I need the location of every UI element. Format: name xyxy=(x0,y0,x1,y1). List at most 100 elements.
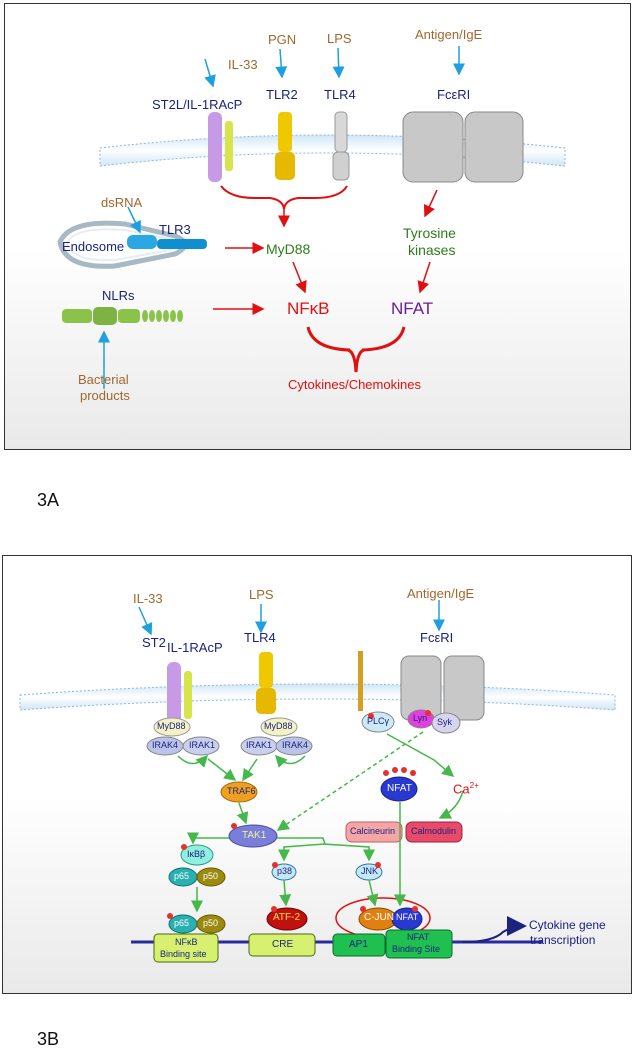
panel-a-label: 3A xyxy=(37,490,60,510)
plc-label: PLCγ xyxy=(367,716,390,726)
cjun-label: C-JUN xyxy=(364,912,394,923)
tlr3-receptor-shape xyxy=(127,235,207,249)
il33-label-a: IL-33 xyxy=(228,57,258,72)
tlr4-label-a: TLR4 xyxy=(324,87,356,102)
antigen-label-b: Antigen/IgE xyxy=(407,586,475,601)
calcineurin-label: Calcineurin xyxy=(350,826,396,836)
p50-shape-b xyxy=(196,914,226,934)
signal-arrows xyxy=(177,731,464,913)
calmodulin-shape xyxy=(405,821,463,843)
lps-label-b: LPS xyxy=(249,587,274,602)
cre-site-label: CRE xyxy=(272,939,294,950)
p65-label-b: p65 xyxy=(174,918,190,928)
atf2-shape xyxy=(266,907,308,931)
nfat-cyto-label: NFAT xyxy=(387,783,412,794)
ca-superscript: 2+ xyxy=(469,781,479,790)
nfat-label-a: NFAT xyxy=(391,299,434,318)
tyrosine-label: Tyrosine xyxy=(403,225,456,241)
ikbb-shape xyxy=(180,844,214,866)
syk-shape xyxy=(431,712,461,734)
cytokine-brace xyxy=(306,326,406,373)
atf2-label: ATF-2 xyxy=(273,912,301,923)
panel-a-graphics xyxy=(57,46,566,389)
ikbb-label: IκBβ xyxy=(187,849,206,859)
calmodulin-label: Calmodulin xyxy=(411,826,457,836)
p50-label-b: p50 xyxy=(203,918,219,928)
dsrna-arrow xyxy=(127,206,141,234)
phosphorylation-markers xyxy=(167,710,431,919)
nfkb-label-a: NFκB xyxy=(287,299,330,318)
nfat-cyto-shape xyxy=(380,776,418,802)
ca-label: Ca2+ xyxy=(453,781,479,797)
il33-arrow-b xyxy=(138,606,153,636)
myd88-label-a: MyD88 xyxy=(157,721,186,731)
nfat-site-label: NFAT xyxy=(407,932,430,942)
cytokine-gene-label: Cytokine gene xyxy=(529,918,606,932)
tlr-bracket xyxy=(220,185,348,210)
tak1-label: TAK1 xyxy=(242,830,267,841)
fceri-to-tyrosine-arrow xyxy=(423,189,438,218)
p50-label-a: p50 xyxy=(203,871,219,881)
il33-arrow xyxy=(204,58,216,88)
fceri-receptor-shape-b xyxy=(358,651,485,721)
lps-label-a: LPS xyxy=(327,31,352,46)
tlr2-receptor-shape xyxy=(275,112,295,180)
panel-b-label: 3B xyxy=(37,1029,60,1049)
nfat-site-box xyxy=(385,929,453,959)
nfat-nuc-label: NFAT xyxy=(396,912,419,922)
nfkb-site-label-2: Binding site xyxy=(160,949,207,959)
p50-shape-a xyxy=(196,867,226,887)
ap1-site-box xyxy=(332,933,386,957)
nfat-site-label-2: Binding Site xyxy=(392,944,441,954)
pgn-arrow xyxy=(275,48,288,79)
il1racp-label: IL-1RAcP xyxy=(167,640,223,655)
st2-receptor-shape xyxy=(208,112,233,182)
lyn-label: Lyn xyxy=(413,713,428,723)
nfkb-site-label: NFκB xyxy=(175,937,198,947)
antigen-label-a: Antigen/IgE xyxy=(415,27,483,42)
irak1-label-a: IRAK1 xyxy=(189,740,216,750)
tlr4-receptor-shape-b xyxy=(256,652,276,714)
ap1-site-label: AP1 xyxy=(349,939,368,950)
myd88-to-nfkb-arrow xyxy=(292,261,307,294)
irak4-shape-b xyxy=(275,736,313,756)
panel-b: IL-33 LPS Antigen/IgE ST2 IL-1RAcP TLR4 … xyxy=(2,555,632,994)
fceri-label-a: FcεRI xyxy=(437,87,471,102)
myd88-label-b: MyD88 xyxy=(264,721,293,731)
dsrna-label: dsRNA xyxy=(101,195,143,210)
myd88-shape-a xyxy=(153,717,191,737)
p38-label: p38 xyxy=(277,866,293,876)
panel-b-graphics xyxy=(19,600,616,963)
nlrs-label: NLRs xyxy=(102,288,135,303)
tlr4-receptor-shape xyxy=(332,111,350,181)
traf6-shape xyxy=(220,781,258,803)
syk-label: Syk xyxy=(437,717,453,727)
cytokines-label: Cytokines/Chemokines xyxy=(288,377,421,392)
irak4-label-b: IRAK4 xyxy=(282,740,309,750)
nfkb-site-box xyxy=(153,933,219,963)
lps-arrow xyxy=(332,47,345,79)
bacterial-label: Bacterial xyxy=(78,372,129,387)
st2-receptor-label: ST2L/IL-1RAcP xyxy=(152,97,243,112)
il33-label-b: IL-33 xyxy=(133,591,163,606)
calcineurin-shape xyxy=(345,821,403,843)
cell-membrane-b xyxy=(19,683,616,711)
st2-label-b: ST2 xyxy=(142,635,166,650)
transcription-label: transcription xyxy=(530,933,596,947)
tlr3-label: TLR3 xyxy=(159,222,191,237)
ca-text: Ca xyxy=(453,781,470,797)
irak4-label-a: IRAK4 xyxy=(152,740,179,750)
st2-receptor-shape-b xyxy=(167,662,192,724)
fceri-label-b: FcεRI xyxy=(420,630,454,645)
kinases-label: kinases xyxy=(408,242,456,258)
myd88-shape-b xyxy=(260,717,298,737)
tlr2-label: TLR2 xyxy=(266,87,298,102)
myd88-label-a: MyD88 xyxy=(266,241,311,257)
nlr-shape xyxy=(62,307,183,325)
tlr4-label-b: TLR4 xyxy=(244,630,276,645)
cre-site-box xyxy=(248,933,316,957)
endosome-label: Endosome xyxy=(62,239,125,254)
tyrosine-to-nfat-arrow xyxy=(417,261,431,294)
irak1-label-b: IRAK1 xyxy=(246,740,273,750)
jnk-label: JNK xyxy=(361,866,379,876)
